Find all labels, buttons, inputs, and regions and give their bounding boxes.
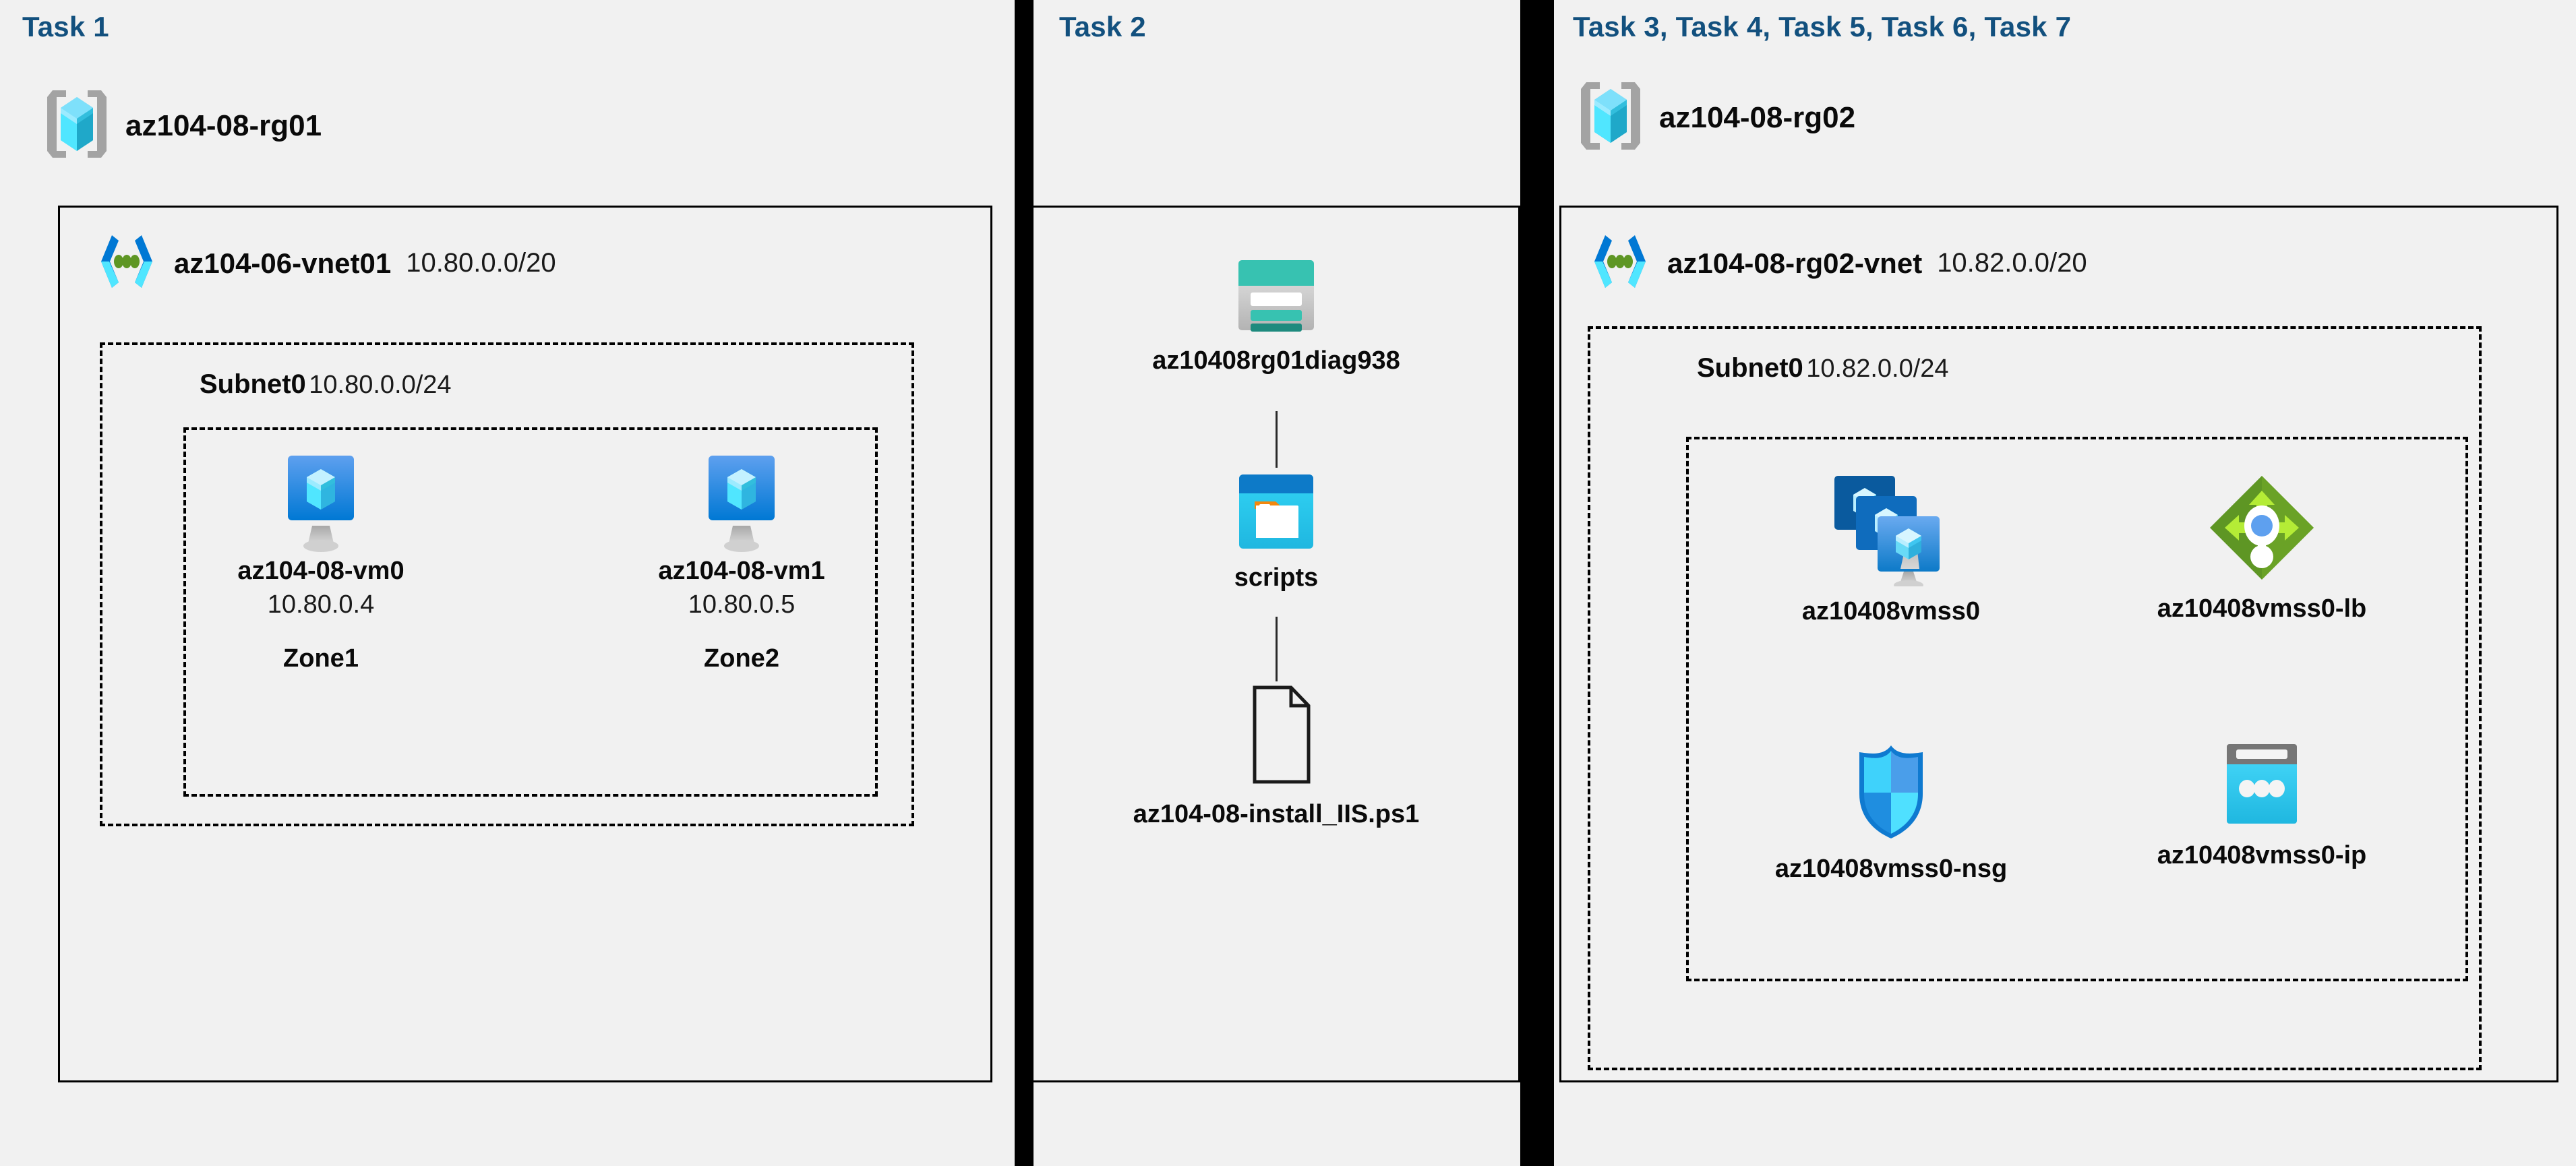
- vnet-header: az104-08-rg02-vnet 10.82.0.0/20: [1588, 233, 2087, 294]
- resource-node-ps1-file[interactable]: az104-08-install_IIS.ps1: [1040, 684, 1512, 831]
- resource-node-blob-container[interactable]: scripts: [1141, 472, 1411, 594]
- resource-node-az10408vmss0[interactable]: az10408vmss0: [1749, 472, 2033, 628]
- subnet-name: Subnet0: [200, 369, 306, 399]
- vnet-container-az104-08-rg02-vnet: [1559, 206, 2558, 1082]
- public-ip-label: az10408vmss0-ip: [2157, 841, 2367, 869]
- virtual-machine-icon: [220, 453, 422, 554]
- resource-node-az10408vmss0-ip[interactable]: az10408vmss0-ip: [2114, 741, 2410, 872]
- vmss-label: az10408vmss0: [1801, 597, 1981, 625]
- resource-group-label: az104-08-rg01: [125, 109, 322, 142]
- subnet-cidr: 10.80.0.0/24: [309, 371, 452, 399]
- resource-group-az104-08-rg01: az104-08-rg01: [46, 88, 322, 164]
- vnet-name: az104-08-rg02-vnet: [1667, 247, 1923, 279]
- vm-ip: 10.80.0.5: [688, 590, 796, 619]
- vm-name: az104-08-vm0: [237, 557, 405, 585]
- vnet-cidr: 10.82.0.0/20: [1937, 248, 2087, 278]
- storage-account-icon: [1108, 256, 1445, 334]
- task-2-heading: Task 2: [1059, 11, 1146, 42]
- virtual-machine-icon: [640, 453, 843, 554]
- vm-ip: 10.80.0.4: [267, 590, 375, 619]
- resource-node-storage-account[interactable]: az10408rg01diag938: [1108, 256, 1445, 377]
- panel-task-1: Task 1 az104-08-rg01: [0, 0, 1015, 1166]
- file-document-icon: [1040, 684, 1512, 785]
- subnet-cidr: 10.82.0.0/24: [1806, 355, 1949, 383]
- load-balancer-label: az10408vmss0-lb: [2157, 594, 2367, 623]
- vm-zone: Zone2: [704, 644, 779, 673]
- nsg-label: az10408vmss0-nsg: [1774, 855, 2008, 883]
- subnet-resources-container: [1686, 437, 2468, 981]
- vm-zone: Zone1: [283, 644, 359, 673]
- availability-zones-container: [183, 427, 878, 797]
- task-1-heading: Task 1: [22, 11, 109, 42]
- public-ip-address-icon: [2114, 741, 2410, 829]
- vm-name: az104-08-vm1: [658, 557, 825, 585]
- blob-container-label: scripts: [1234, 563, 1319, 592]
- vm-scale-set-icon: [1749, 472, 2033, 586]
- connector-container-to-file: [1276, 617, 1278, 681]
- resource-node-az104-08-vm1[interactable]: az104-08-vm1 10.80.0.5 Zone2: [640, 453, 843, 673]
- resource-node-az10408vmss0-nsg[interactable]: az10408vmss0-nsg: [1736, 741, 2046, 886]
- subnet0-label-right: Subnet0 10.82.0.0/24: [1697, 353, 1949, 383]
- resource-node-az10408vmss0-lb[interactable]: az10408vmss0-lb: [2120, 472, 2403, 625]
- task-3-7-heading: Task 3, Task 4, Task 5, Task 6, Task 7: [1573, 11, 2072, 42]
- subnet0-container-left: [100, 342, 914, 826]
- storage-account-label: az10408rg01diag938: [1152, 346, 1400, 375]
- connector-storage-to-container: [1276, 411, 1278, 468]
- panel-task-2: Task 2 az10408rg01diag938: [1034, 0, 1520, 1166]
- resource-node-az104-08-vm0[interactable]: az104-08-vm0 10.80.0.4 Zone1: [220, 453, 422, 673]
- subnet-name: Subnet0: [1697, 353, 1803, 383]
- resource-group-label: az104-08-rg02: [1659, 100, 1856, 134]
- resource-group-icon: [1580, 80, 1642, 156]
- network-security-group-icon: [1736, 741, 2046, 842]
- vnet-container-az104-06-vnet01: [58, 206, 992, 1082]
- virtual-network-icon: [1588, 233, 1652, 294]
- panel-divider-2: [1520, 0, 1554, 1166]
- panel-divider-1: [1015, 0, 1034, 1166]
- load-balancer-icon: [2120, 472, 2403, 584]
- resource-group-icon: [46, 88, 108, 164]
- panel-task-3-7: Task 3, Task 4, Task 5, Task 6, Task 7 a…: [1554, 0, 2576, 1166]
- ps1-file-label: az104-08-install_IIS.ps1: [1133, 800, 1420, 828]
- resource-group-az104-08-rg02: az104-08-rg02: [1580, 80, 1855, 156]
- vnet-cidr: 10.80.0.0/20: [406, 248, 556, 278]
- blob-container-icon: [1141, 472, 1411, 551]
- vnet-name: az104-06-vnet01: [174, 247, 392, 279]
- vnet-header: az104-06-vnet01 10.80.0.0/20: [94, 233, 556, 294]
- subnet0-label-left: Subnet0 10.80.0.0/24: [200, 369, 452, 400]
- virtual-network-icon: [94, 233, 159, 294]
- subnet0-container-right: [1588, 326, 2482, 1070]
